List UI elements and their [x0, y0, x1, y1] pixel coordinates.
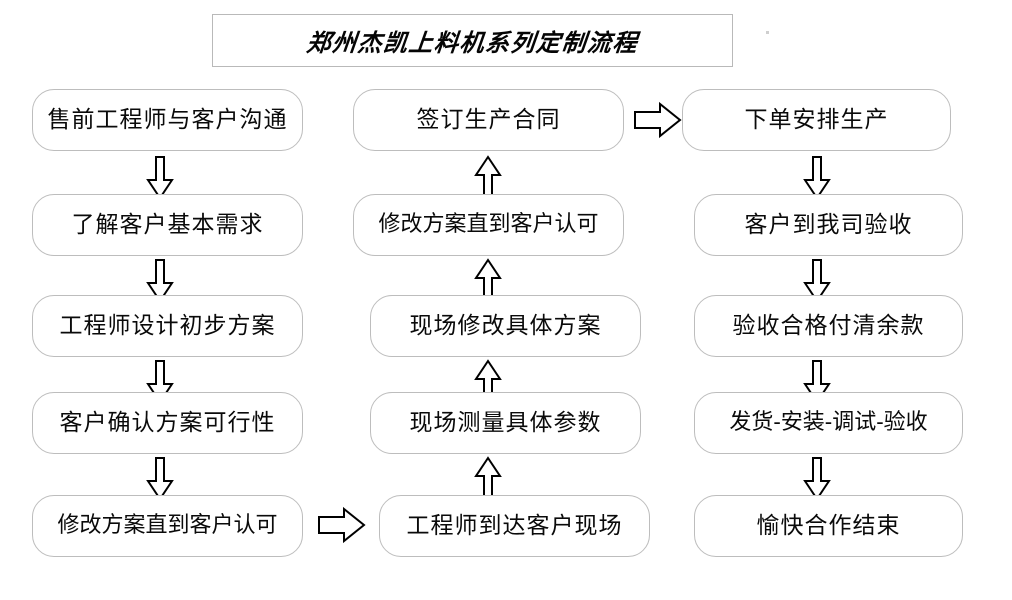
arrow-down-l2-l3 — [146, 259, 174, 303]
node-m3[interactable]: 现场修改具体方案 — [370, 295, 641, 357]
node-m1-label: 签订生产合同 — [416, 106, 561, 133]
node-r4-label: 发货-安装-调试-验收 — [729, 410, 928, 435]
node-m4[interactable]: 现场测量具体参数 — [370, 392, 641, 454]
node-l5[interactable]: 修改方案直到客户认可 — [32, 495, 303, 557]
arrow-down-l4-l5 — [146, 457, 174, 501]
node-r1[interactable]: 下单安排生产 — [682, 89, 951, 151]
node-r3[interactable]: 验收合格付清余款 — [694, 295, 963, 357]
node-m1[interactable]: 签订生产合同 — [353, 89, 624, 151]
node-r3-label: 验收合格付清余款 — [732, 312, 925, 339]
node-r2[interactable]: 客户到我司验收 — [694, 194, 963, 256]
node-l1-label: 售前工程师与客户沟通 — [47, 106, 288, 133]
arrow-right-m1-r1 — [634, 101, 682, 139]
arrow-down-r4-r5 — [803, 457, 831, 501]
node-r5-label: 愉快合作结束 — [756, 512, 901, 539]
node-r2-label: 客户到我司验收 — [744, 211, 913, 238]
artifact-speck — [766, 31, 769, 34]
arrow-down-r1-r2 — [803, 156, 831, 200]
arrow-down-l1-l2 — [146, 156, 174, 200]
node-m2[interactable]: 修改方案直到客户认可 — [353, 194, 624, 256]
node-r4[interactable]: 发货-安装-调试-验收 — [694, 392, 963, 454]
arrow-down-r2-r3 — [803, 259, 831, 303]
node-r5[interactable]: 愉快合作结束 — [694, 495, 963, 557]
node-l2[interactable]: 了解客户基本需求 — [32, 194, 303, 256]
node-m5[interactable]: 工程师到达客户现场 — [379, 495, 650, 557]
node-l1[interactable]: 售前工程师与客户沟通 — [32, 89, 303, 151]
node-l5-label: 修改方案直到客户认可 — [57, 513, 278, 538]
node-r1-label: 下单安排生产 — [744, 106, 889, 133]
node-l4[interactable]: 客户确认方案可行性 — [32, 392, 303, 454]
node-m3-label: 现场修改具体方案 — [409, 312, 602, 339]
node-l3-label: 工程师设计初步方案 — [59, 312, 276, 339]
chart-title-box: 郑州杰凯上料机系列定制流程 — [212, 14, 733, 67]
node-m5-label: 工程师到达客户现场 — [406, 512, 623, 539]
node-m2-label: 修改方案直到客户认可 — [378, 212, 599, 237]
chart-title: 郑州杰凯上料机系列定制流程 — [305, 28, 640, 57]
node-m4-label: 现场测量具体参数 — [409, 409, 602, 436]
node-l2-label: 了解客户基本需求 — [71, 211, 264, 238]
arrow-right-l5-m5 — [318, 506, 366, 544]
node-l3[interactable]: 工程师设计初步方案 — [32, 295, 303, 357]
node-l4-label: 客户确认方案可行性 — [59, 409, 276, 436]
